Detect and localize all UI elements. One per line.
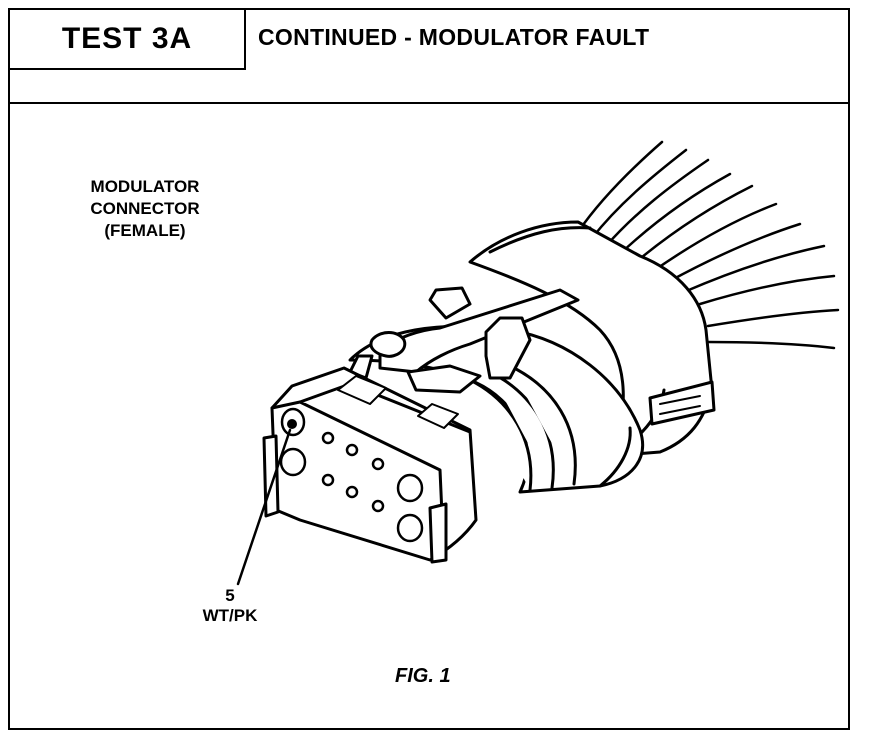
pin-wire-color: WT/PK <box>202 606 258 625</box>
wire-bundle <box>576 140 840 350</box>
pin-callout-leader <box>236 428 292 586</box>
connector-label: MODULATOR CONNECTOR (FEMALE) <box>72 176 218 242</box>
test-id: TEST 3A <box>61 22 193 55</box>
connector-label-line: MODULATOR <box>90 177 200 196</box>
connector-label-line: CONNECTOR <box>90 199 200 218</box>
figure-caption: FIG. 1 <box>395 665 451 687</box>
pin-callout: 5 WT/PK <box>190 586 270 626</box>
page-title: CONTINUED - MODULATOR FAULT <box>258 24 650 50</box>
page-frame: TEST 3A CONTINUED - MODULATOR FAULT <box>8 8 850 730</box>
header-row: TEST 3A CONTINUED - MODULATOR FAULT <box>10 10 848 104</box>
test-id-box: TEST 3A <box>10 10 246 70</box>
pin-5-marker <box>287 419 297 429</box>
connector-label-line: (FEMALE) <box>104 221 186 240</box>
latch-assembly <box>348 286 580 394</box>
pin-number: 5 <box>225 586 235 605</box>
